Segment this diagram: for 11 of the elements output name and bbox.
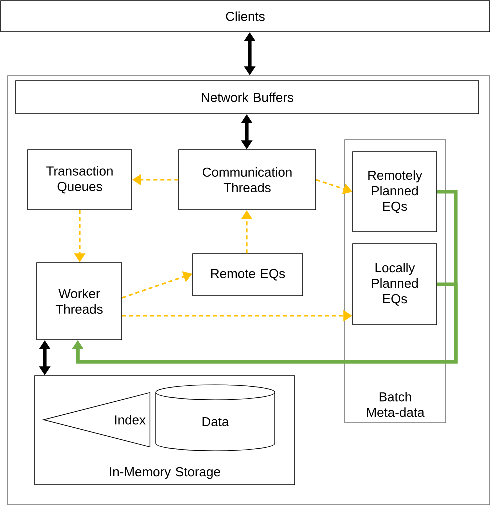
process-box: Remotely Planned EQs: [352, 152, 438, 232]
data-cylinder: Data: [156, 384, 276, 452]
process-box: Transaction Queues: [28, 150, 132, 210]
process-box: Clients: [0, 0, 490, 32]
process-box: Remote EQs: [192, 254, 304, 296]
process-box: Worker Threads: [36, 262, 122, 340]
arrow: [72, 282, 458, 364]
process-box: Communication Threads: [178, 150, 316, 210]
process-box: Locally Planned EQs: [352, 244, 438, 326]
server-box: [8, 76, 490, 506]
process-box: Network Buffers: [16, 80, 480, 114]
